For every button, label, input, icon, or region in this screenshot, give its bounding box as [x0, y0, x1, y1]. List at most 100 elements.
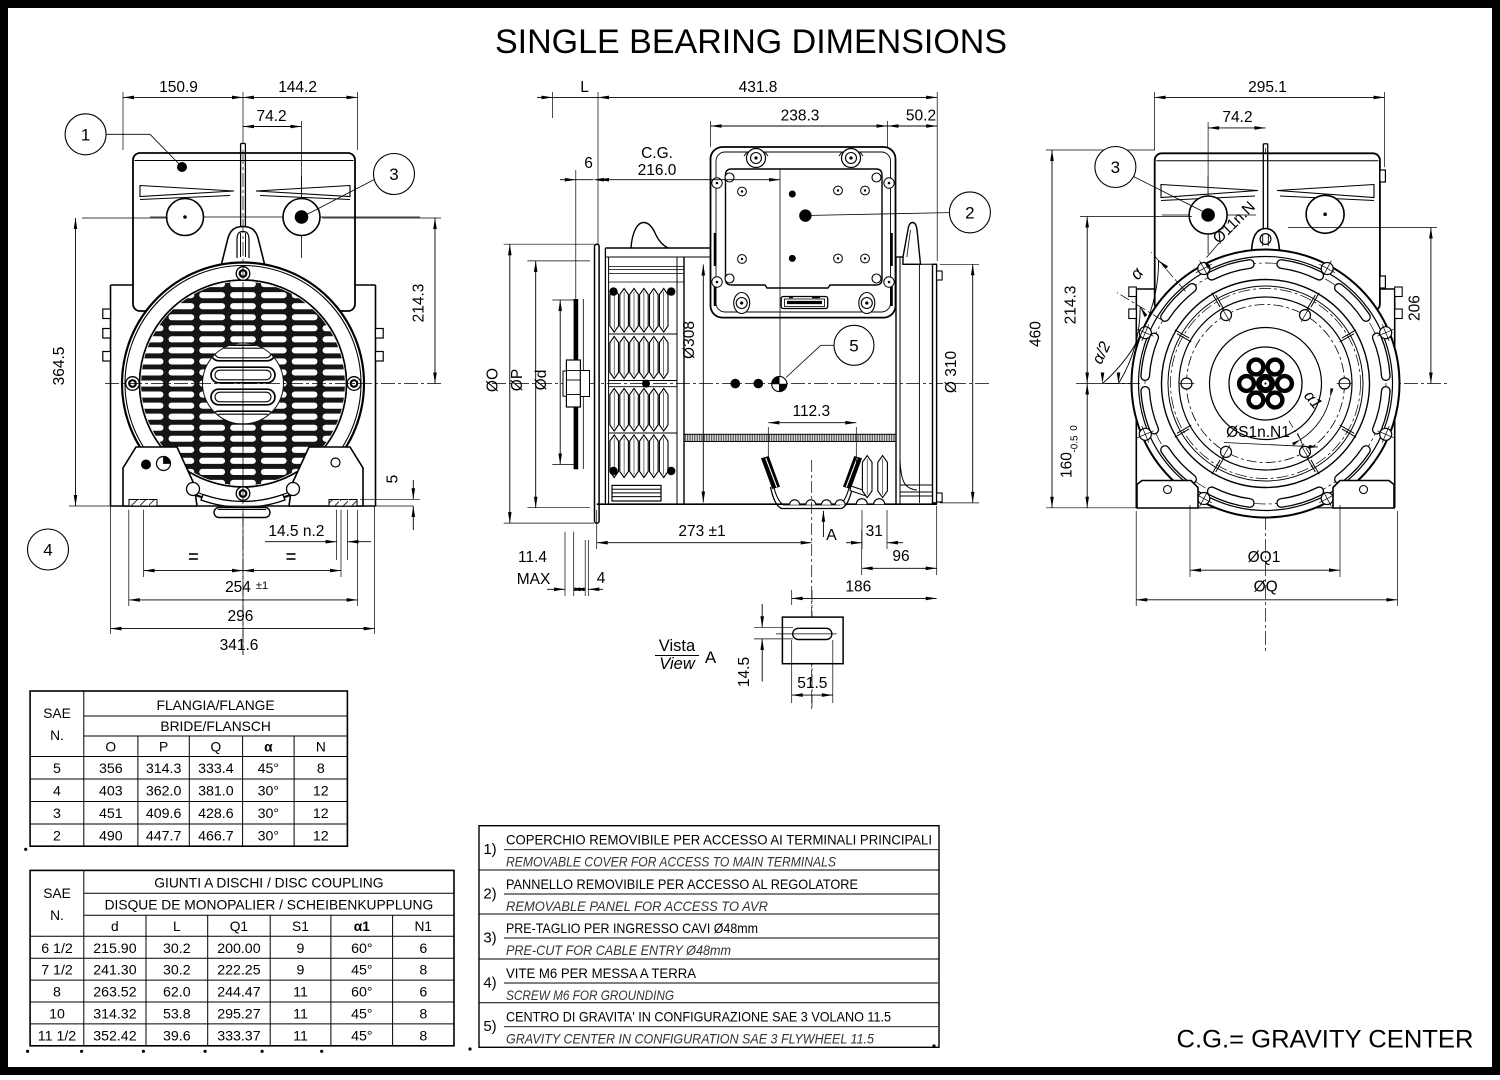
- svg-text:ØO: ØO: [484, 368, 501, 392]
- svg-text:451: 451: [99, 806, 123, 822]
- svg-text:96: 96: [892, 548, 909, 565]
- svg-text:39.6: 39.6: [163, 1028, 191, 1044]
- svg-text:30°: 30°: [258, 806, 279, 822]
- svg-text:214.3: 214.3: [1063, 286, 1080, 325]
- svg-text:3: 3: [53, 806, 61, 822]
- svg-text:206: 206: [1406, 295, 1423, 321]
- svg-text:2): 2): [483, 886, 496, 903]
- svg-text:460: 460: [1028, 321, 1045, 347]
- svg-text:3: 3: [389, 165, 398, 184]
- svg-text:COPERCHIO REMOVIBILE PER ACCES: COPERCHIO REMOVIBILE PER ACCESSO AI TERM…: [506, 833, 932, 848]
- svg-text:490: 490: [99, 829, 123, 845]
- svg-text:CENTRO DI GRAVITA' IN CONFIGUR: CENTRO DI GRAVITA' IN CONFIGURAZIONE SAE…: [506, 1010, 891, 1025]
- svg-text:α: α: [264, 740, 273, 755]
- svg-text:O: O: [105, 740, 116, 755]
- svg-text:8: 8: [419, 1007, 427, 1023]
- svg-text:10: 10: [49, 1007, 65, 1023]
- svg-text:11.4: 11.4: [518, 549, 547, 566]
- svg-text:12: 12: [313, 806, 329, 822]
- svg-text:9: 9: [297, 963, 305, 979]
- svg-text:ØQ: ØQ: [1254, 579, 1278, 596]
- svg-text:GRAVITY CENTER IN CONFIGURATIO: GRAVITY CENTER IN CONFIGURATION SAE 3 FL…: [506, 1032, 874, 1047]
- svg-text:Q: Q: [211, 740, 222, 755]
- svg-text:SAE: SAE: [43, 886, 71, 901]
- svg-text:SCREW M6 FOR GROUNDING: SCREW M6 FOR GROUNDING: [506, 988, 674, 1003]
- svg-text:273 ±1: 273 ±1: [678, 523, 725, 540]
- svg-text:11: 11: [293, 985, 308, 1001]
- svg-text:SAE: SAE: [43, 706, 71, 721]
- svg-text:31: 31: [866, 523, 883, 540]
- svg-text:30.2: 30.2: [163, 963, 191, 979]
- svg-text:254: 254: [225, 579, 251, 596]
- svg-text:186: 186: [845, 579, 871, 596]
- svg-text:ØP: ØP: [509, 369, 526, 391]
- svg-text:403: 403: [99, 784, 123, 800]
- svg-text:A: A: [705, 648, 717, 667]
- svg-text:45°: 45°: [351, 1028, 372, 1044]
- svg-text:60°: 60°: [351, 985, 372, 1001]
- svg-text:3: 3: [1111, 158, 1120, 177]
- svg-text:9: 9: [297, 941, 305, 957]
- svg-text:Ød: Ød: [533, 370, 550, 391]
- svg-text:6: 6: [419, 985, 427, 1001]
- svg-text:409.6: 409.6: [146, 806, 182, 822]
- svg-text:Ø 310: Ø 310: [943, 351, 960, 394]
- svg-text:3): 3): [483, 930, 496, 947]
- svg-text:12: 12: [313, 784, 329, 800]
- svg-text:74.2: 74.2: [257, 108, 287, 125]
- svg-text:51.5: 51.5: [797, 675, 827, 692]
- svg-text:6: 6: [584, 155, 593, 172]
- svg-text:2: 2: [53, 829, 61, 845]
- svg-text:150.9: 150.9: [159, 79, 198, 96]
- svg-text:C.G.= GRAVITY CENTER: C.G.= GRAVITY CENTER: [1177, 1026, 1474, 1054]
- svg-text:5: 5: [849, 336, 858, 355]
- svg-text:ØQ1: ØQ1: [1248, 549, 1281, 566]
- svg-text:14.5: 14.5: [736, 657, 753, 687]
- svg-text:296: 296: [227, 608, 253, 625]
- svg-text:FLANGIA/FLANGE: FLANGIA/FLANGE: [157, 698, 275, 713]
- svg-text:ØS1n.N1: ØS1n.N1: [1226, 424, 1290, 441]
- svg-text:7 1/2: 7 1/2: [41, 963, 73, 979]
- svg-text:30.2: 30.2: [163, 941, 191, 957]
- svg-text:216.0: 216.0: [638, 162, 677, 179]
- svg-text:241.30: 241.30: [93, 963, 137, 979]
- svg-text:REMOVABLE PANEL FOR ACCESS TO: REMOVABLE PANEL FOR ACCESS TO AVR: [506, 899, 768, 914]
- svg-text:4: 4: [43, 541, 52, 560]
- svg-text:45°: 45°: [258, 761, 279, 777]
- svg-text:L: L: [173, 919, 181, 934]
- svg-text:Q1: Q1: [230, 919, 248, 934]
- svg-text:30°: 30°: [258, 829, 279, 845]
- svg-text:N1: N1: [414, 919, 432, 934]
- svg-text:8: 8: [53, 985, 61, 1001]
- svg-text:263.52: 263.52: [93, 985, 137, 1001]
- svg-text:295.1: 295.1: [1248, 79, 1287, 96]
- svg-text:8: 8: [317, 761, 325, 777]
- svg-text:MAX: MAX: [517, 571, 551, 588]
- svg-text:314.3: 314.3: [146, 761, 182, 777]
- svg-text:144.2: 144.2: [278, 79, 317, 96]
- svg-text:50.2: 50.2: [906, 108, 936, 125]
- svg-text:0: 0: [1069, 425, 1080, 431]
- svg-text:BRIDE/FLANSCH: BRIDE/FLANSCH: [160, 719, 270, 734]
- svg-text:333.4: 333.4: [198, 761, 234, 777]
- svg-text:±1: ±1: [256, 580, 268, 592]
- svg-text:45°: 45°: [351, 1007, 372, 1023]
- svg-text:200.00: 200.00: [217, 941, 261, 957]
- svg-text:428.6: 428.6: [198, 806, 234, 822]
- svg-text:A: A: [826, 527, 837, 544]
- svg-text:1): 1): [483, 841, 496, 858]
- svg-text:6: 6: [419, 941, 427, 957]
- svg-text:8: 8: [419, 1028, 427, 1044]
- svg-text:14.5 n.2: 14.5 n.2: [268, 523, 324, 540]
- svg-text:12: 12: [313, 829, 329, 845]
- svg-text:View: View: [659, 655, 696, 673]
- svg-text:GIUNTI A DISCHI / DISC CO: GIUNTI A DISCHI / DISC COUPLING: [154, 876, 383, 891]
- svg-text:N: N: [316, 740, 326, 755]
- svg-text:SINGLE BEARING DIMENSIONS: SINGLE BEARING DIMENSIONS: [495, 23, 1007, 61]
- svg-text:362.0: 362.0: [146, 784, 182, 800]
- svg-text:222.25: 222.25: [217, 963, 261, 979]
- svg-text:P: P: [159, 740, 168, 755]
- svg-text:8: 8: [419, 963, 427, 979]
- svg-text:4: 4: [597, 570, 606, 587]
- svg-text:431.8: 431.8: [739, 79, 778, 96]
